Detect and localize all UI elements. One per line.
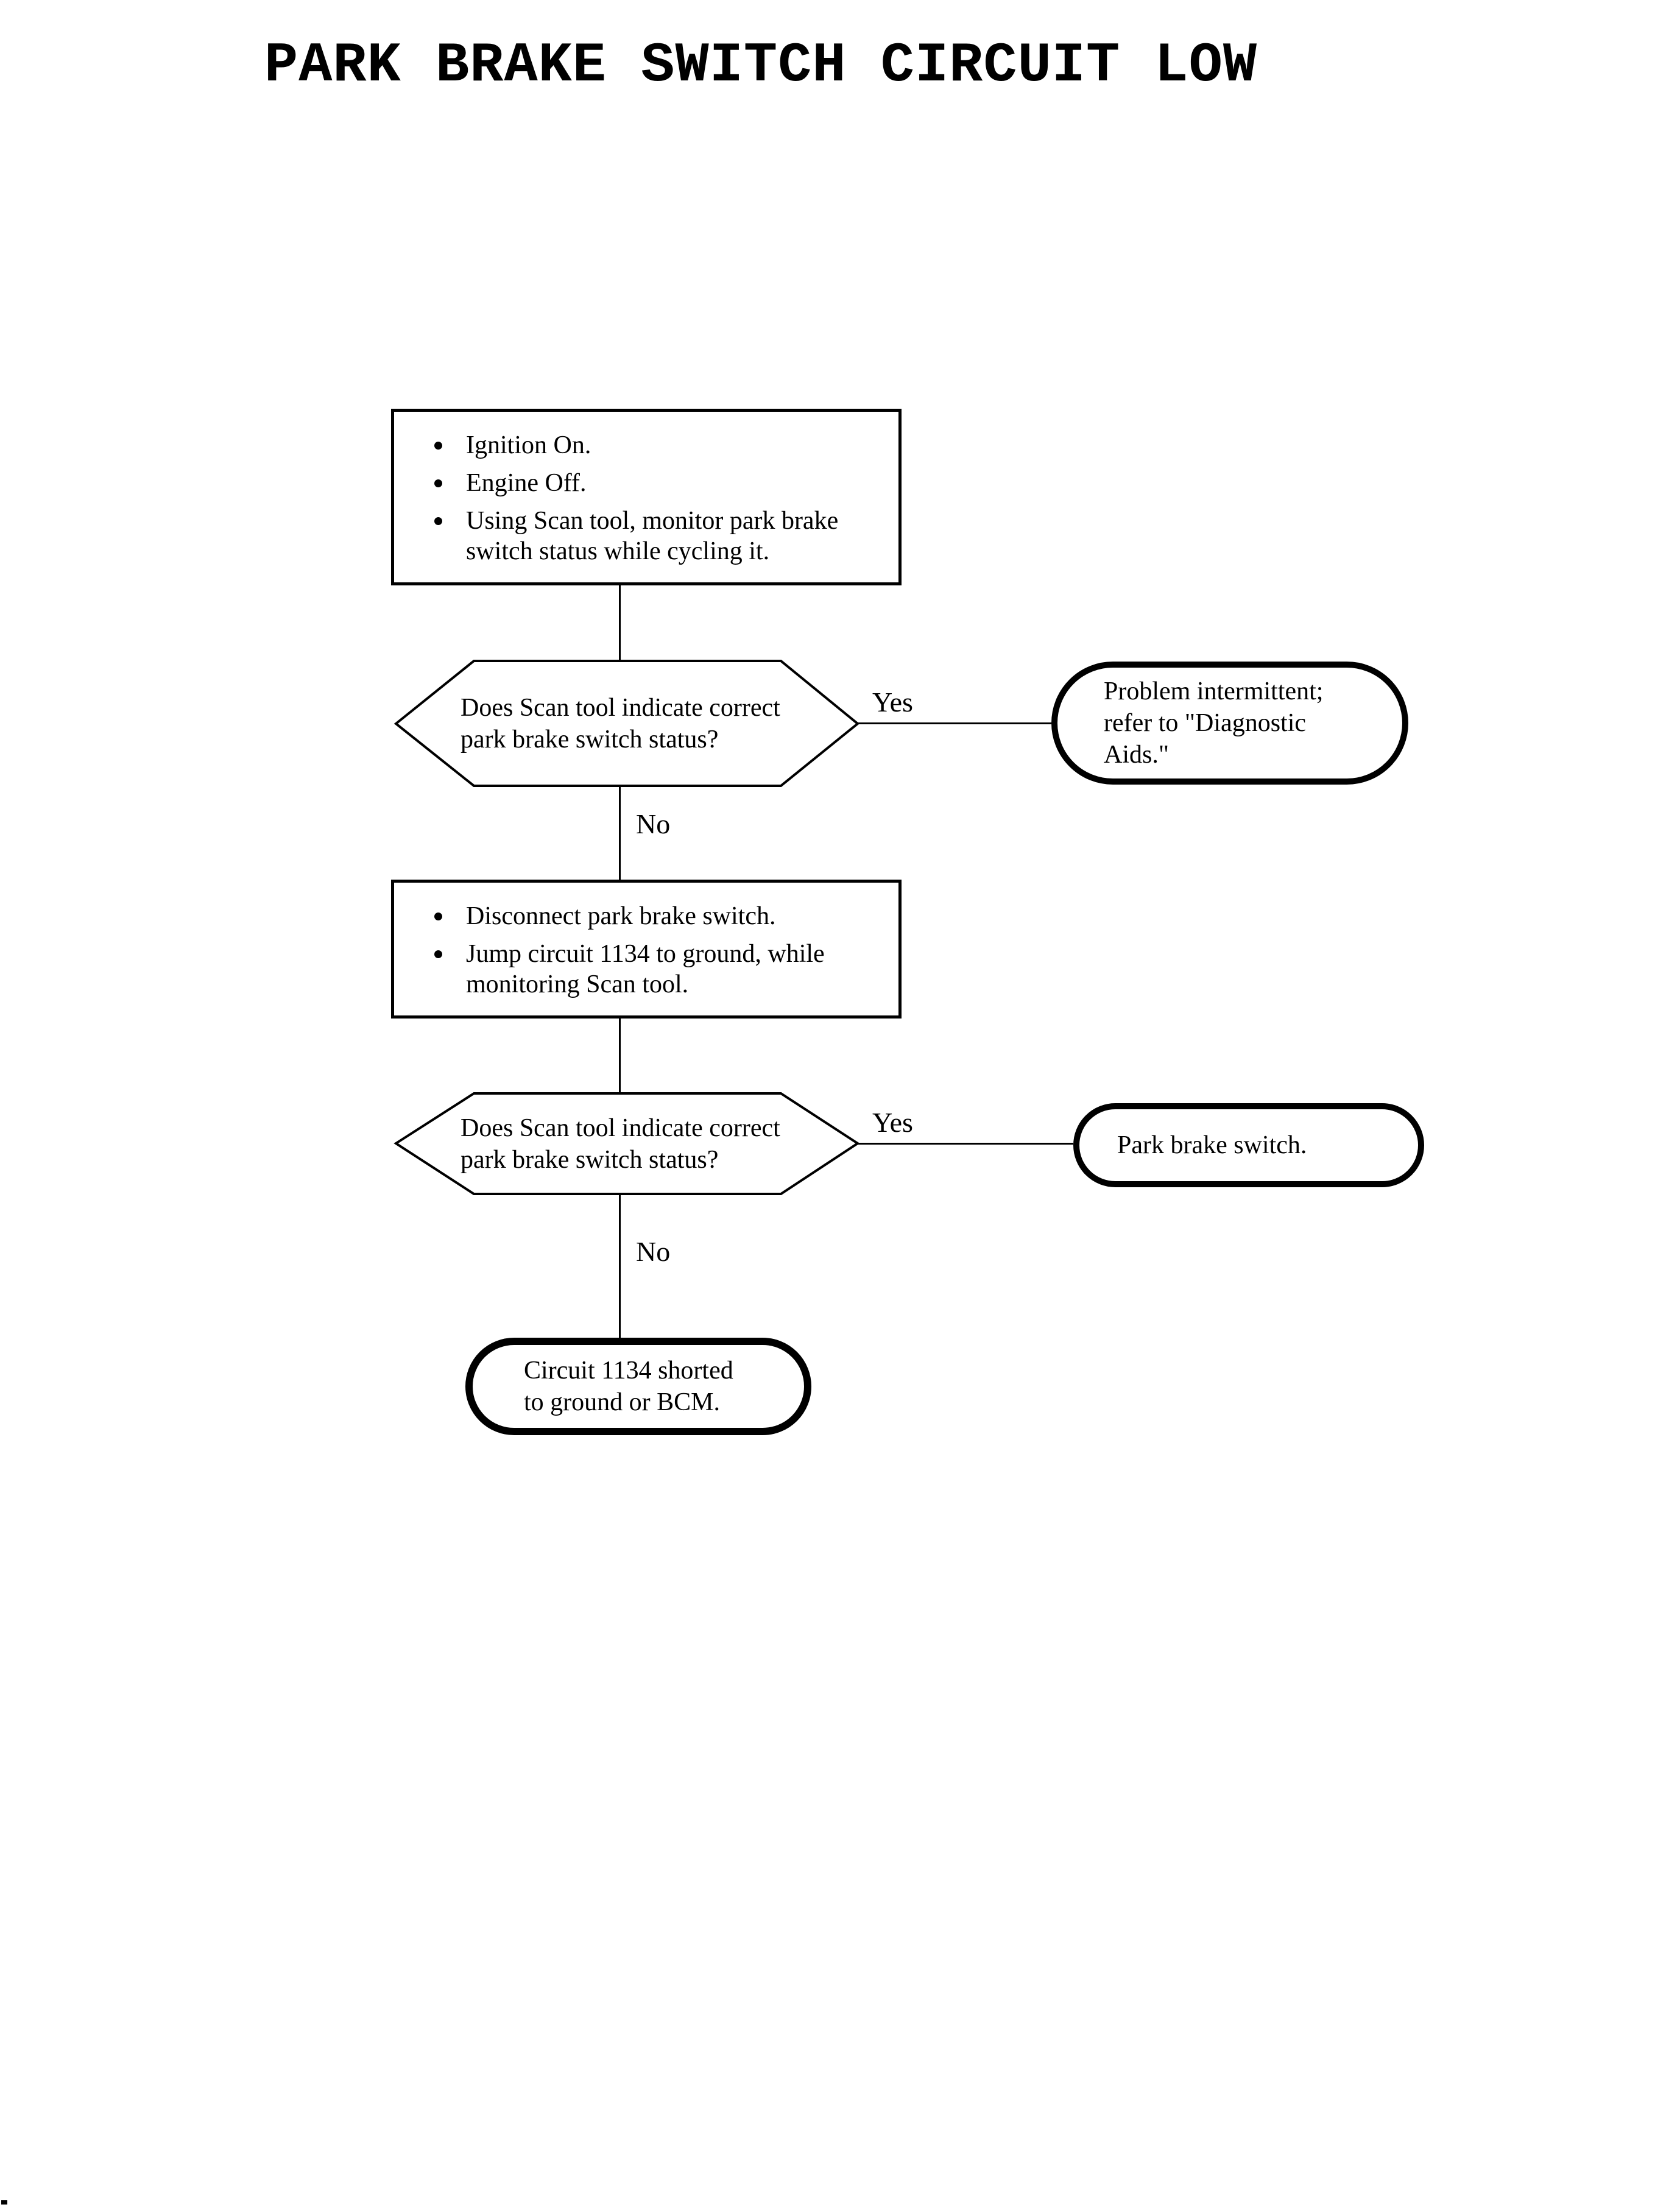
process-box-jumper-test: Disconnect park brake switch. Jump circu… — [391, 880, 902, 1019]
terminal-line: Circuit 1134 shorted — [524, 1357, 733, 1385]
bullet-line: Ignition On. — [466, 431, 591, 459]
bullet-item: Ignition On. — [434, 430, 888, 461]
bullet-line: Jump circuit 1134 to ground, while — [466, 940, 825, 968]
connector-line-decision1-yes — [858, 722, 1051, 724]
terminal-circuit-shorted: Circuit 1134 shorted to ground or BCM. — [465, 1338, 811, 1435]
bullet-line: monitoring Scan tool. — [466, 970, 689, 998]
connector-line-decision2-no — [619, 1193, 621, 1338]
yes-label-1: Yes — [872, 687, 913, 718]
terminal-line: Problem intermittent; — [1104, 677, 1324, 705]
terminal-line: Park brake switch. — [1117, 1131, 1307, 1159]
bullet-text: Using Scan tool, monitor park brake swit… — [466, 506, 838, 567]
bullet-dot-icon — [434, 950, 442, 958]
bullet-item: Engine Off. — [434, 468, 888, 498]
bullet-dot-icon — [434, 517, 442, 525]
terminal-park-brake-switch: Park brake switch. — [1073, 1103, 1424, 1187]
bullet-text: Ignition On. — [466, 430, 591, 461]
bullet-text: Disconnect park brake switch. — [466, 901, 776, 931]
no-label-2: No — [636, 1236, 671, 1267]
terminal-text: Problem intermittent; refer to "Diagnost… — [1104, 676, 1402, 771]
terminal-line: refer to "Diagnostic — [1104, 709, 1307, 737]
terminal-text: Circuit 1134 shorted to ground or BCM. — [524, 1355, 804, 1418]
bullet-item: Jump circuit 1134 to ground, while monit… — [434, 939, 888, 1000]
scan-artifact — [1, 2200, 7, 2205]
no-label-1: No — [636, 808, 671, 839]
connector-line-decision2-yes — [858, 1143, 1073, 1145]
question-line: Does Scan tool indicate correct — [461, 1114, 780, 1142]
bullet-line: Using Scan tool, monitor park brake — [466, 507, 839, 535]
decision-question-1: Does Scan tool indicate correct park bra… — [461, 692, 780, 755]
bullet-item: Using Scan tool, monitor park brake swit… — [434, 506, 888, 567]
page-title: PARK BRAKE SWITCH CIRCUIT LOW — [264, 34, 1258, 97]
decision-question-2: Does Scan tool indicate correct park bra… — [461, 1112, 780, 1176]
connector-line-step1-to-decision1 — [619, 585, 621, 661]
bullet-dot-icon — [434, 479, 442, 487]
terminal-line: Aids." — [1104, 741, 1169, 769]
bullet-text: Jump circuit 1134 to ground, while monit… — [466, 939, 825, 1000]
bullet-line: switch status while cycling it. — [466, 537, 770, 565]
question-line: park brake switch status? — [461, 1146, 719, 1174]
yes-label-2: Yes — [872, 1107, 913, 1138]
connector-line-step2-to-decision2 — [619, 1019, 621, 1094]
terminal-problem-intermittent: Problem intermittent; refer to "Diagnost… — [1051, 662, 1408, 785]
terminal-text: Park brake switch. — [1117, 1129, 1418, 1161]
bullet-line: Disconnect park brake switch. — [466, 902, 776, 930]
bullet-dot-icon — [434, 913, 442, 920]
bullet-item: Disconnect park brake switch. — [434, 901, 888, 931]
bullet-dot-icon — [434, 442, 442, 450]
bullet-line: Engine Off. — [466, 469, 587, 497]
terminal-line: to ground or BCM. — [524, 1388, 721, 1416]
connector-line-decision1-no — [619, 786, 621, 880]
question-line: park brake switch status? — [461, 725, 719, 754]
bullet-text: Engine Off. — [466, 468, 587, 498]
question-line: Does Scan tool indicate correct — [461, 694, 780, 722]
process-box-initial-checks: Ignition On. Engine Off. Using Scan tool… — [391, 409, 902, 585]
